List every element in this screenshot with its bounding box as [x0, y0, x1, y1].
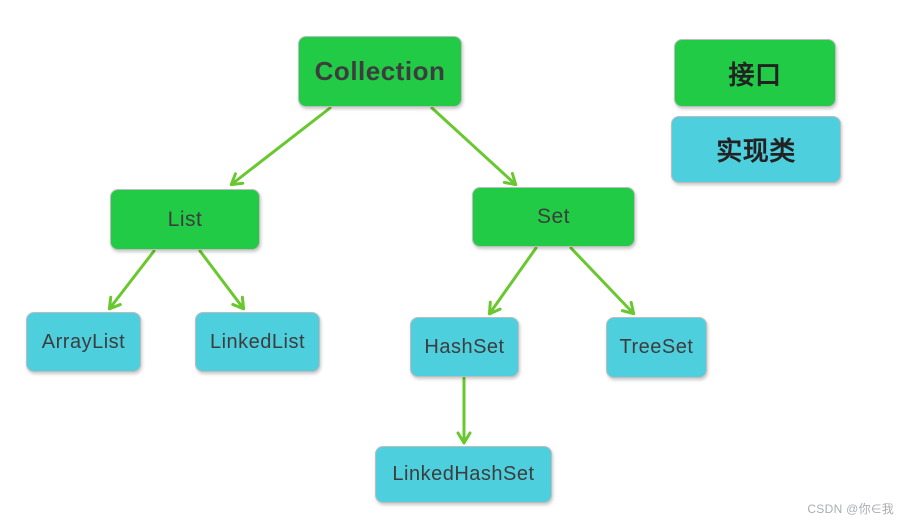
- node-set: Set: [472, 187, 635, 247]
- node-label: Collection: [314, 56, 446, 86]
- edge-set-to-hashset: [487, 246, 538, 316]
- node-linkedhashset: LinkedHashSet: [375, 446, 552, 503]
- edges-group: [107, 106, 636, 445]
- node-linkedlist: LinkedList: [195, 312, 320, 372]
- edge-collection-to-list: [229, 106, 332, 187]
- legend-interface: 接口: [674, 39, 836, 107]
- node-list: List: [110, 189, 260, 250]
- node-label: LinkedHashSet: [392, 463, 535, 485]
- node-label: Set: [536, 205, 571, 228]
- edge-set-to-treeset: [569, 246, 636, 316]
- watermark: CSDN @你∈我: [807, 502, 894, 516]
- edge-list-to-arraylist: [107, 249, 156, 311]
- legend-impl: 实现类: [671, 116, 841, 183]
- node-arraylist: ArrayList: [26, 312, 141, 372]
- node-label: ArrayList: [41, 330, 126, 353]
- node-hashset: HashSet: [410, 317, 519, 377]
- node-label: HashSet: [424, 335, 505, 358]
- node-collection: Collection: [298, 36, 462, 107]
- edge-list-to-linkedlist: [198, 249, 246, 311]
- node-label: LinkedList: [209, 330, 306, 353]
- node-label: TreeSet: [619, 336, 694, 358]
- legend-label: 接口: [728, 59, 782, 90]
- legend-label: 实现类: [716, 136, 796, 166]
- node-label: List: [167, 207, 203, 231]
- node-treeset: TreeSet: [606, 317, 707, 378]
- edge-collection-to-set: [430, 106, 518, 187]
